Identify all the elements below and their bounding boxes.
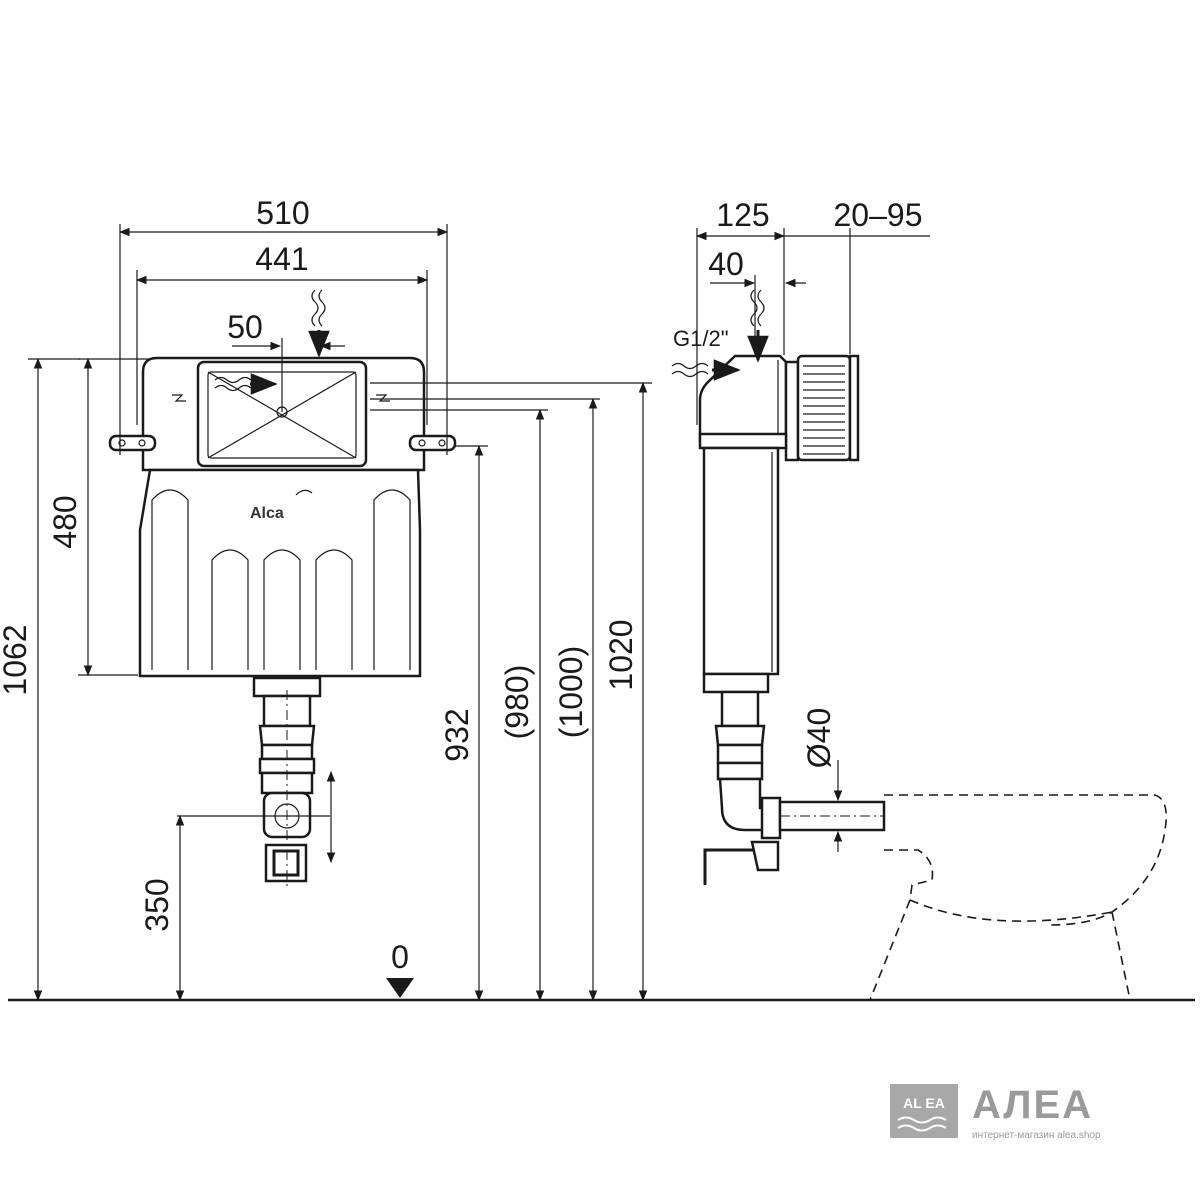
dim-inlet-40: 40	[708, 246, 744, 282]
zero-level-marker	[386, 978, 414, 998]
watermark-subtitle: интернет-магазин alea.shop	[972, 1130, 1101, 1141]
front-dimensions: 510 441 50 480 1062 350 0 932 (980)	[0, 195, 652, 1002]
floor-bracket	[703, 848, 755, 885]
dim-inlet-50: 50	[227, 309, 263, 345]
front-view: Alca	[108, 289, 457, 890]
toilet-bowl-outline	[869, 794, 1168, 1001]
left-mount-lug	[108, 434, 157, 452]
dim-height-980: (980)	[499, 665, 535, 740]
dim-height-1000: (1000)	[553, 646, 589, 739]
side-clip-band	[698, 432, 788, 450]
dim-outlet-d40: Ø40	[801, 708, 837, 768]
watermark: AL EA АЛЕА интернет-магазин alea.shop	[890, 1083, 1101, 1141]
watermark-logo	[890, 1084, 958, 1138]
side-dimensions: 125 20–95 40 G1/2" Ø40	[671, 197, 930, 852]
dim-height-932: 932	[439, 708, 475, 761]
dim-depth-125: 125	[716, 197, 769, 233]
dim-wall-20-95: 20–95	[834, 197, 923, 233]
dim-tank-480: 480	[47, 495, 83, 548]
dim-width-441: 441	[255, 241, 308, 277]
side-view	[698, 354, 886, 885]
dim-width-510: 510	[256, 195, 309, 231]
tank-brand-label: Alca	[250, 505, 284, 522]
dim-total-1062: 1062	[0, 624, 33, 695]
dim-height-1020: 1020	[603, 619, 639, 690]
side-tank-body	[702, 446, 780, 676]
watermark-name: АЛЕА	[972, 1083, 1093, 1127]
svg-text:AL EA: AL EA	[903, 1095, 945, 1111]
cistern-body	[138, 468, 422, 678]
wall-adjuster	[784, 360, 800, 462]
dim-outlet-350: 350	[139, 878, 175, 931]
dim-floor-zero: 0	[391, 939, 409, 975]
right-mount-lug	[408, 434, 457, 452]
label-water-inlet: G1/2"	[673, 326, 729, 351]
